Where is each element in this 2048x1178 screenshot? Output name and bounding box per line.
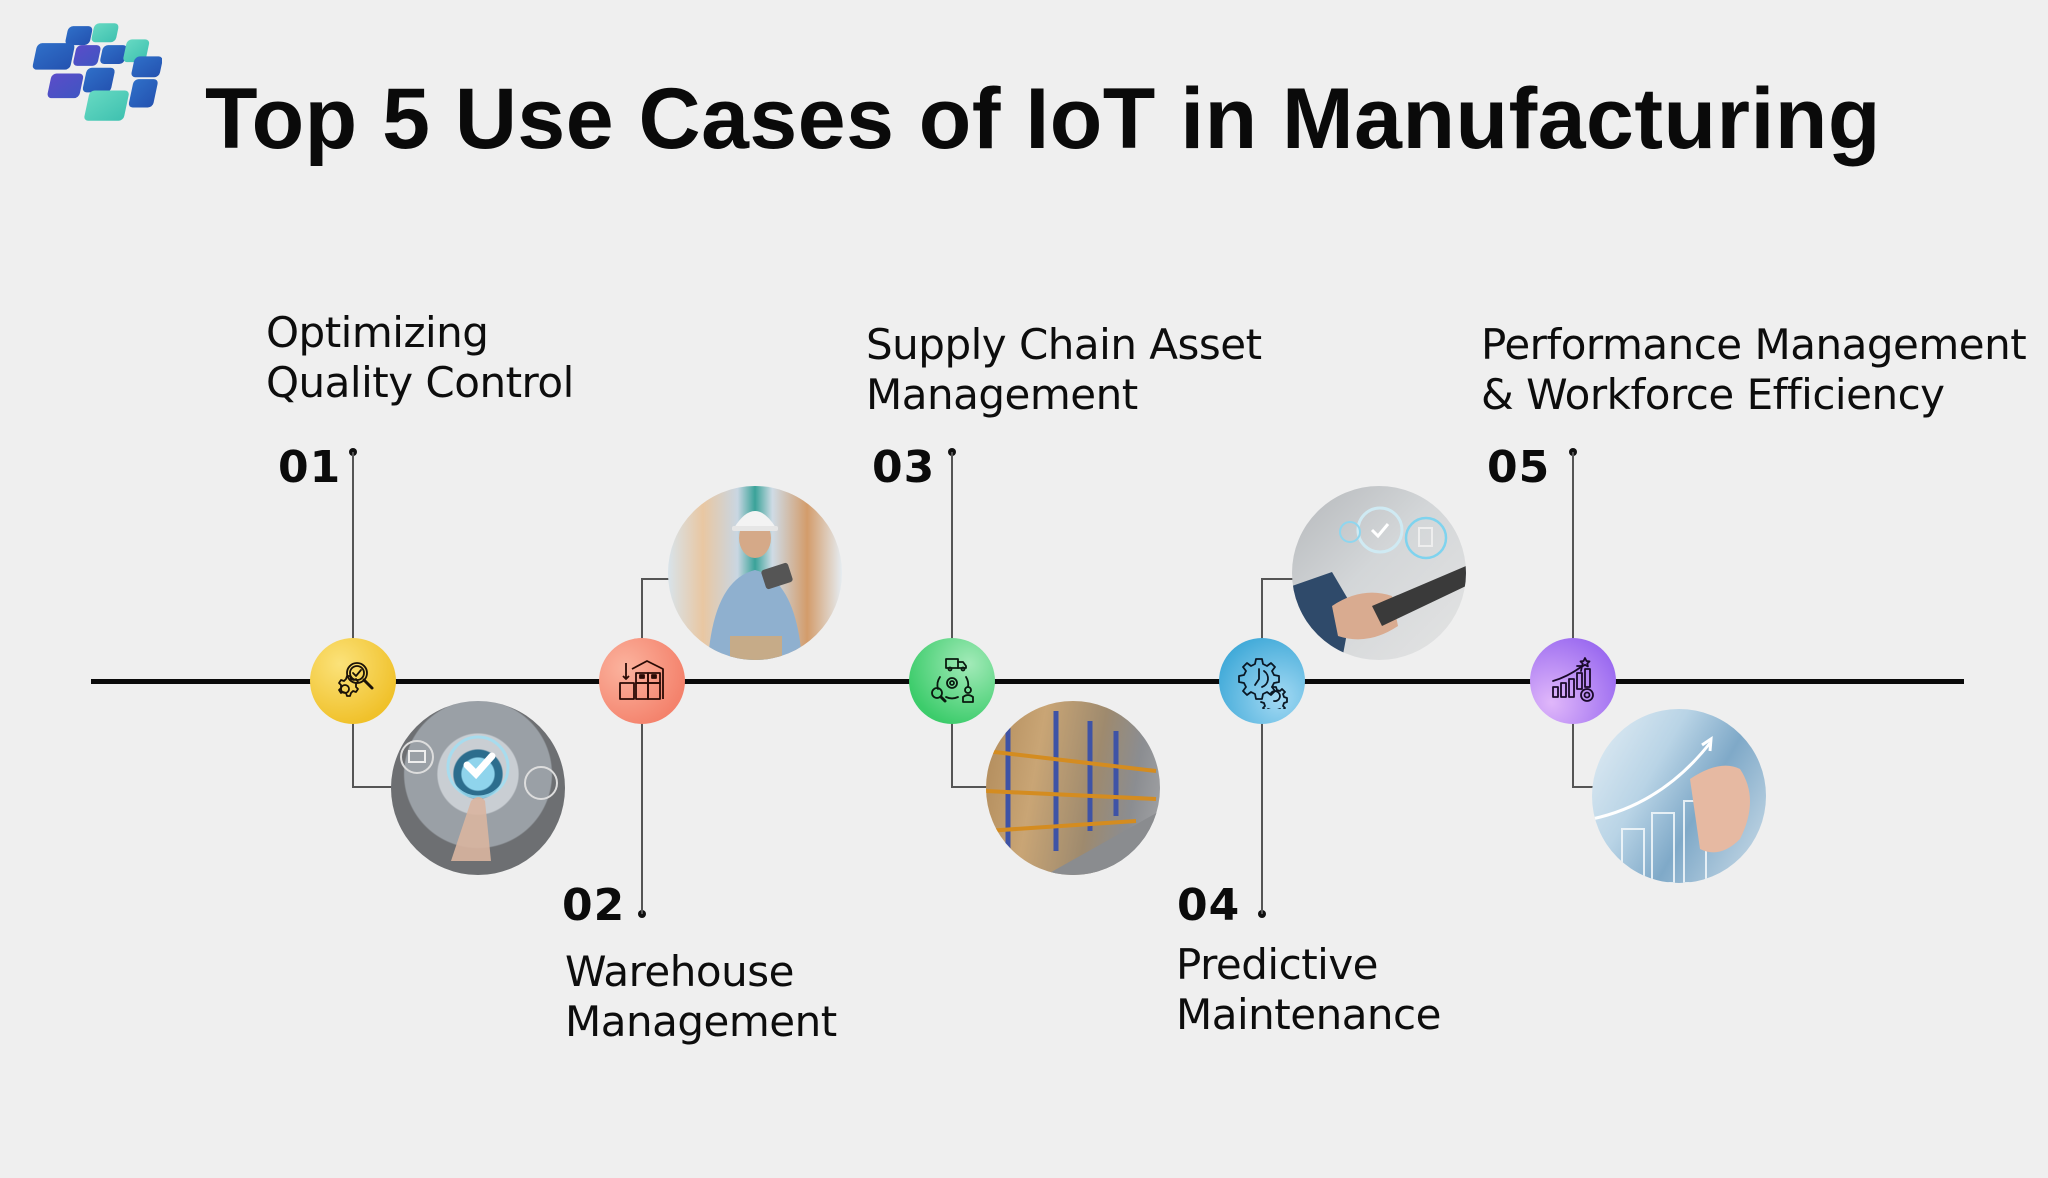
growth-chart-gear-icon bbox=[1530, 638, 1616, 724]
page-title: Top 5 Use Cases of IoT in Manufacturing bbox=[205, 71, 1881, 167]
warehouse-shelves-photo bbox=[986, 701, 1160, 875]
warehouse-boxes-icon bbox=[599, 638, 685, 724]
step-01-number: 01 bbox=[278, 442, 342, 493]
step-02-connector bbox=[641, 578, 643, 914]
step-02-number: 02 bbox=[562, 880, 626, 931]
step-05-connector bbox=[1572, 452, 1574, 788]
step-05-title: Performance Management & Workforce Effic… bbox=[1481, 320, 2027, 419]
step-05-number: 05 bbox=[1487, 442, 1551, 493]
step-03-connector-h bbox=[951, 786, 991, 788]
supply-chain-cycle-icon bbox=[909, 638, 995, 724]
step-04-connector bbox=[1261, 578, 1263, 914]
step-02-connector-h bbox=[641, 578, 671, 580]
hands-on-tablet-photo bbox=[1292, 486, 1466, 660]
step-04-number: 04 bbox=[1177, 880, 1241, 931]
worker-with-tablet-photo bbox=[668, 486, 842, 660]
step-05-connector-h bbox=[1572, 786, 1597, 788]
gear-magnifier-check-icon bbox=[310, 638, 396, 724]
step-04-dot bbox=[1258, 910, 1266, 918]
step-03-title: Supply Chain Asset Management bbox=[866, 320, 1262, 419]
step-03-number: 03 bbox=[872, 442, 936, 493]
hand-touching-checkmark-photo bbox=[391, 701, 565, 875]
timeline-line bbox=[91, 679, 1964, 684]
step-03-connector bbox=[951, 452, 953, 788]
step-02-title: Warehouse Management bbox=[565, 947, 837, 1046]
step-04-title: Predictive Maintenance bbox=[1176, 940, 1441, 1039]
step-02-dot bbox=[638, 910, 646, 918]
step-01-connector bbox=[352, 452, 354, 788]
step-04-connector-h bbox=[1261, 578, 1296, 580]
gears-maintenance-icon bbox=[1219, 638, 1305, 724]
hand-drawing-growth-chart-photo bbox=[1592, 709, 1766, 883]
step-01-title: Optimizing Quality Control bbox=[266, 308, 574, 407]
company-logo-icon bbox=[20, 18, 163, 128]
step-01-connector-h bbox=[352, 786, 397, 788]
